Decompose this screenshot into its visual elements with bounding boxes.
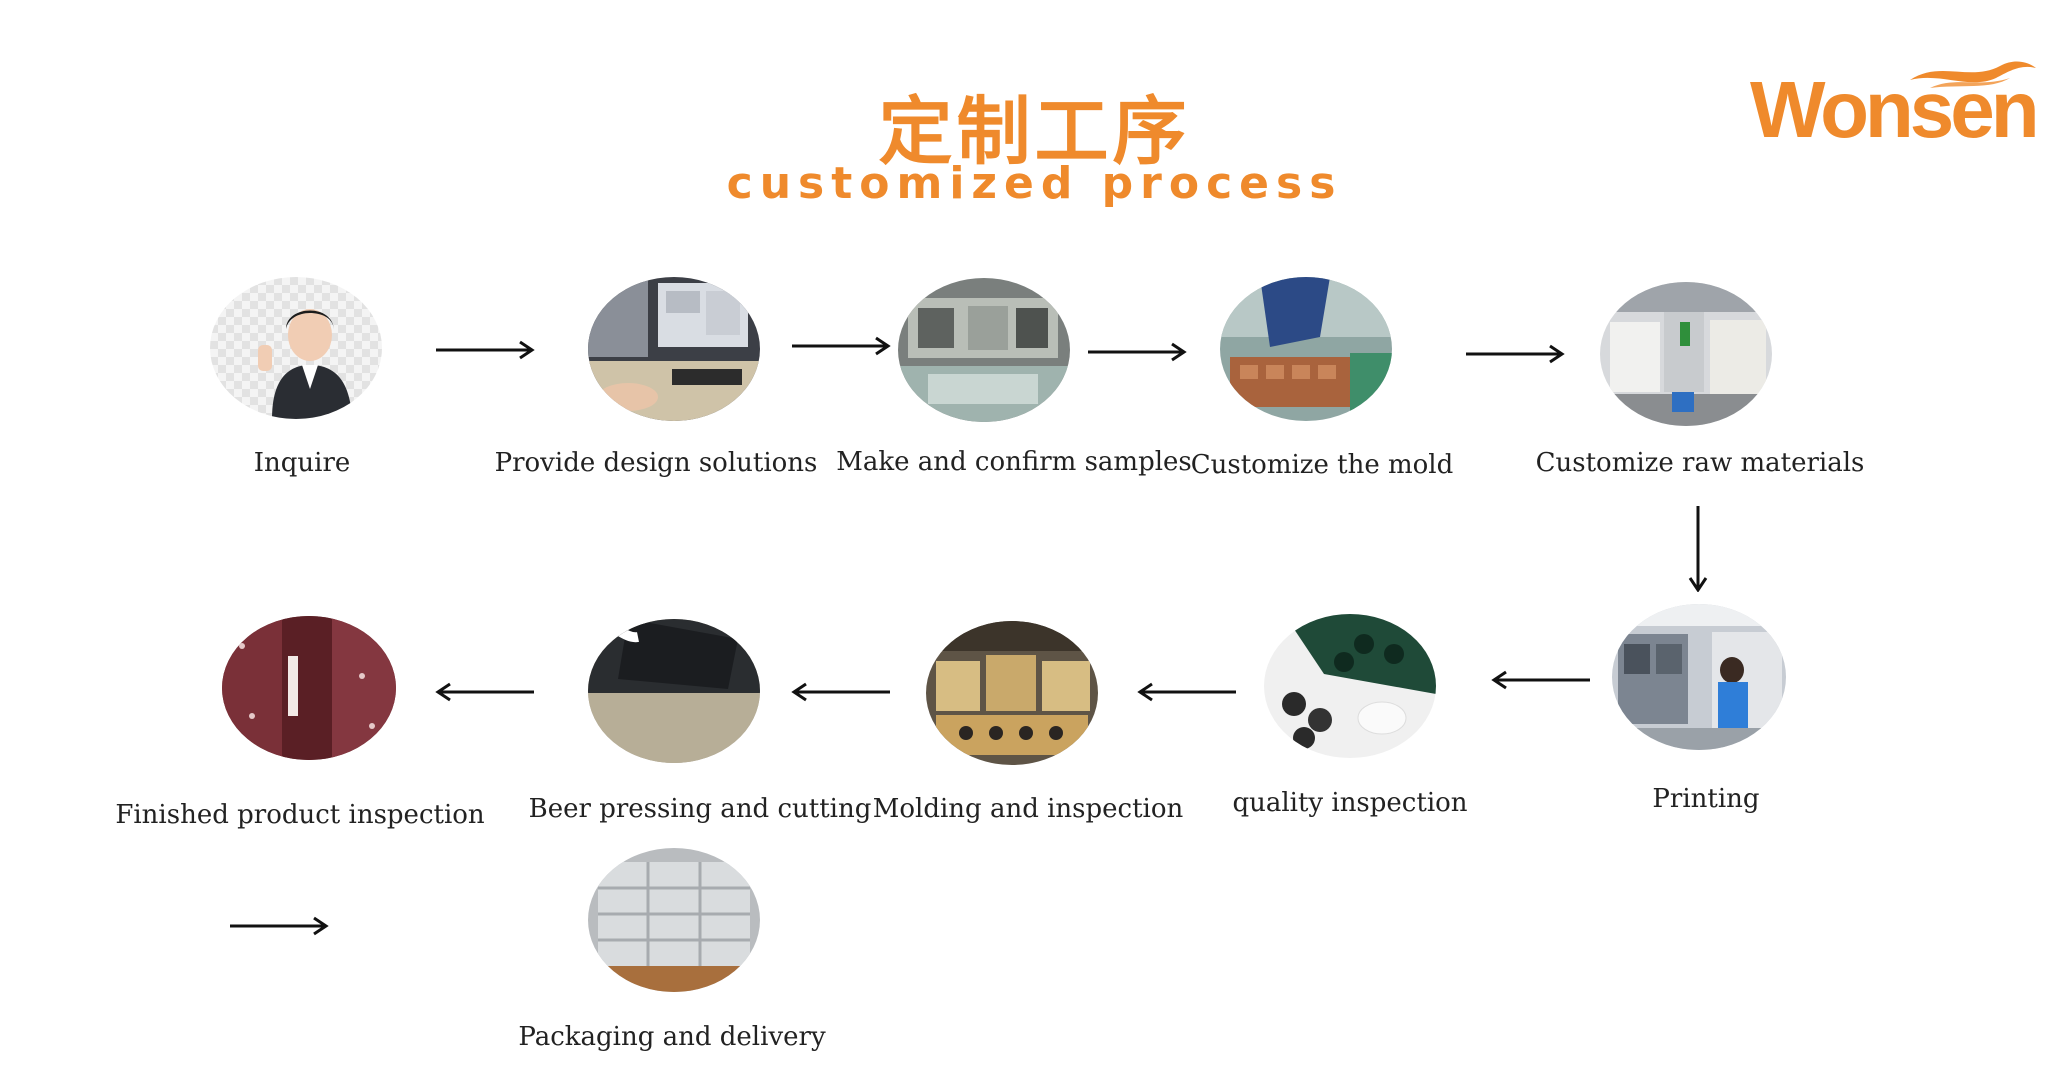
logo-swoosh-icon (1910, 61, 2036, 88)
raw-materials-photo (1600, 282, 1772, 426)
step-label-finished: Finished product inspection (115, 800, 485, 830)
arrow-right-icon (1466, 344, 1565, 364)
packaging-photo (588, 848, 760, 992)
arrow-right-icon (792, 336, 891, 356)
arrow-down-icon (1688, 506, 1708, 592)
arrow-right-icon (230, 916, 329, 936)
arrow-right-icon (436, 340, 535, 360)
step-label-raw-materials: Customize raw materials (1535, 448, 1865, 478)
step-label-packaging: Packaging and delivery (518, 1022, 826, 1052)
step-label-mold: Customize the mold (1190, 450, 1454, 480)
arrow-left-icon (791, 682, 890, 702)
page-title-chinese: 定制工序 (878, 89, 1191, 175)
logo-wordmark: Wonsen (1750, 65, 2040, 154)
step-label-pressing: Beer pressing and cutting (528, 794, 872, 824)
step-label-inquire: Inquire (253, 448, 351, 478)
arrow-left-icon (1491, 670, 1590, 690)
molding-photo (926, 621, 1098, 765)
step-label-printing: Printing (1652, 784, 1760, 814)
pressing-cutting-photo (588, 619, 760, 763)
quality-inspection-photo (1264, 614, 1436, 758)
samples-photo (898, 278, 1070, 422)
finished-product-photo (222, 616, 396, 760)
mold-photo (1220, 277, 1392, 421)
arrow-left-icon (1137, 682, 1236, 702)
brand-logo: Wonsen (1750, 52, 2040, 152)
printing-photo (1612, 604, 1786, 750)
step-label-design: Provide design solutions (494, 448, 818, 478)
step-label-molding: Molding and inspection (872, 794, 1184, 824)
page-title-english: customized process (726, 158, 1343, 209)
arrow-left-icon (435, 682, 534, 702)
step-label-samples: Make and confirm samples (836, 447, 1192, 477)
step-label-quality: quality inspection (1232, 788, 1468, 818)
arrow-right-icon (1088, 342, 1187, 362)
inquire-photo (210, 277, 382, 419)
design-solutions-photo (588, 277, 760, 421)
